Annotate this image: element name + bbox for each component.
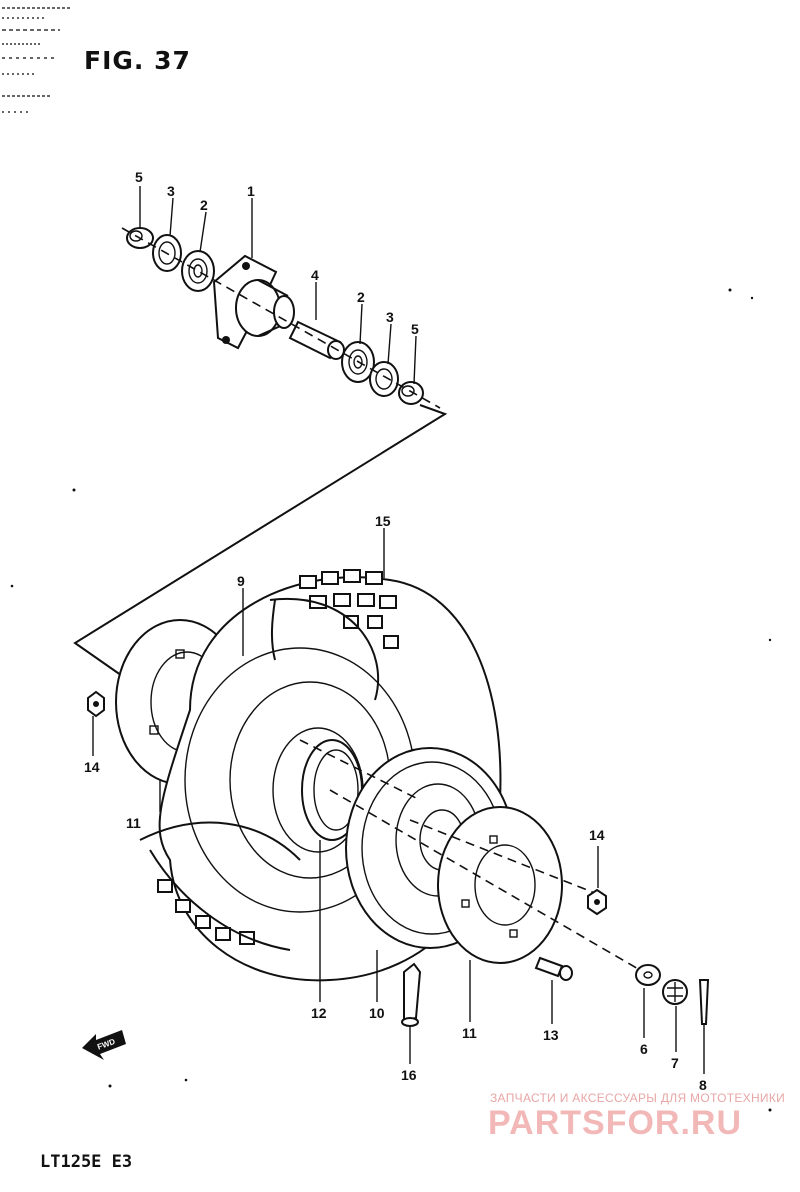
part-11-disc-right — [437, 806, 563, 964]
part-4-spacer-tube — [288, 320, 345, 360]
callout-leaders — [92, 186, 705, 1074]
callout-12: 12 — [311, 1005, 327, 1021]
callout-9: 9 — [237, 573, 245, 589]
part-8-cotter-pin — [698, 979, 710, 1025]
callout-6: 6 — [640, 1041, 648, 1057]
hub-axis-line — [121, 227, 441, 409]
model-label: LT125E E3 — [40, 1152, 133, 1172]
callout-5: 5 — [135, 169, 143, 185]
callout-4: 4 — [311, 267, 319, 283]
callout-11: 11 — [126, 815, 141, 831]
callout-2: 2 — [357, 289, 365, 305]
fwd-arrow-icon: FWD — [82, 1030, 126, 1060]
watermark-tagline: ЗАПЧАСТИ И АКСЕССУАРЫ ДЛЯ МОТОТЕХНИКИ — [490, 1091, 786, 1105]
callout-1: 1 — [247, 183, 255, 199]
callout-14: 14 — [589, 827, 605, 843]
callout-16: 16 — [401, 1067, 417, 1083]
callout-5: 5 — [411, 321, 419, 337]
callout-3: 3 — [386, 309, 394, 325]
scan-noise — [2, 7, 70, 113]
figure-title: FIG. 37 — [84, 46, 191, 75]
callout-2: 2 — [200, 197, 208, 213]
part-13-bolt — [534, 956, 573, 981]
callout-10: 10 — [369, 1005, 385, 1021]
part-1-wheel-hub — [212, 254, 295, 350]
callout-11: 11 — [462, 1025, 477, 1041]
part-3-oil-seal-right — [369, 361, 399, 397]
part-6-washer — [635, 964, 661, 986]
callout-8: 8 — [699, 1077, 707, 1093]
scan-specks — [10, 288, 772, 1112]
bolt-axis-line-3 — [299, 739, 421, 801]
callout-numbers: 5 3 2 1 4 2 3 5 15 9 14 11 14 12 10 11 1… — [84, 169, 707, 1093]
part-2-bearing-left — [181, 250, 215, 292]
callout-7: 7 — [671, 1055, 679, 1071]
hub-to-wheel-leader — [73, 404, 448, 681]
part-7-castle-nut — [662, 979, 688, 1005]
part-14-nut-left — [87, 690, 105, 718]
part-14-nut-right — [587, 888, 607, 916]
callout-3: 3 — [167, 183, 175, 199]
callout-14: 14 — [84, 759, 100, 775]
callout-13: 13 — [543, 1027, 559, 1043]
part-16-valve — [401, 962, 422, 1027]
part-5-spacer-right — [398, 381, 424, 405]
callout-15: 15 — [375, 513, 391, 529]
bolt-axis-line-2 — [409, 819, 601, 896]
watermark-brand: PARTSFOR.RU — [488, 1104, 743, 1142]
